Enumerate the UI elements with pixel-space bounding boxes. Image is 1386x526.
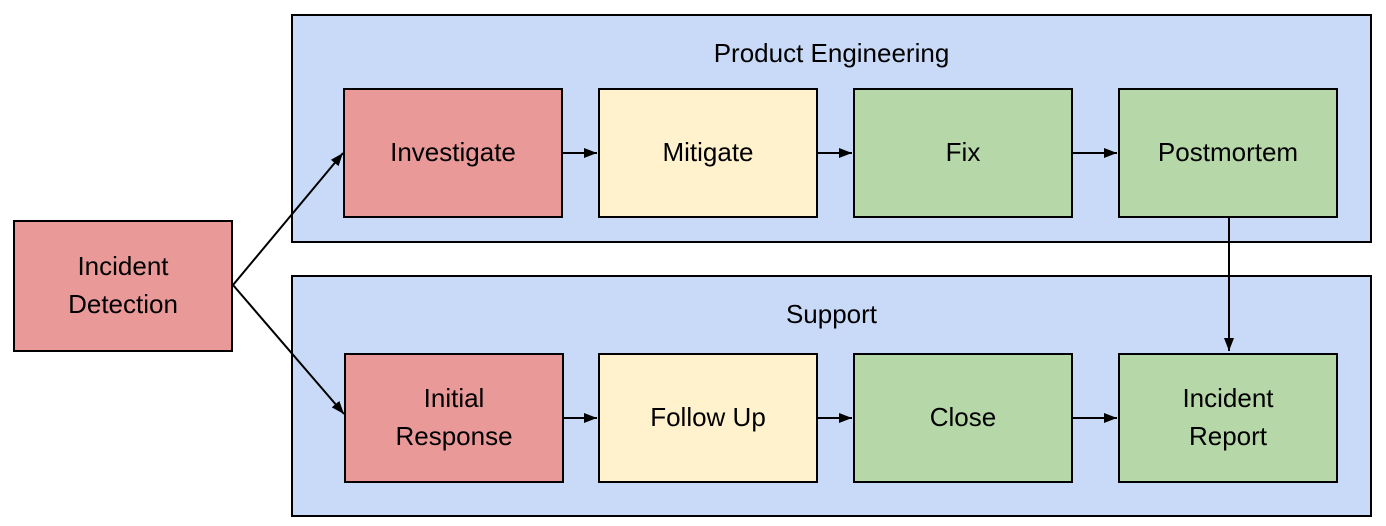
lane-title-product-engineering: Product Engineering xyxy=(713,38,950,68)
node-mitigate: Mitigate xyxy=(598,88,818,218)
node-follow-up: Follow Up xyxy=(598,353,818,483)
node-label: Mitigate xyxy=(662,137,754,168)
node-initial-response: Initial Response xyxy=(344,353,564,483)
node-postmortem: Postmortem xyxy=(1118,88,1338,218)
node-fix: Fix xyxy=(853,88,1073,218)
node-label: Incident Report xyxy=(1182,383,1274,451)
lane-title-support: Support xyxy=(785,299,878,329)
node-close: Close xyxy=(853,353,1073,483)
node-incident-detection: Incident Detection xyxy=(13,220,233,352)
node-investigate: Investigate xyxy=(343,88,563,218)
node-label: Fix xyxy=(945,137,981,168)
node-label: Close xyxy=(929,402,997,433)
node-label: Investigate xyxy=(390,137,516,168)
node-label: Follow Up xyxy=(650,402,766,433)
node-label: Postmortem xyxy=(1157,137,1299,168)
node-label: Initial Response xyxy=(395,383,513,451)
node-incident-report: Incident Report xyxy=(1118,353,1338,483)
node-label: Incident Detection xyxy=(68,251,178,319)
